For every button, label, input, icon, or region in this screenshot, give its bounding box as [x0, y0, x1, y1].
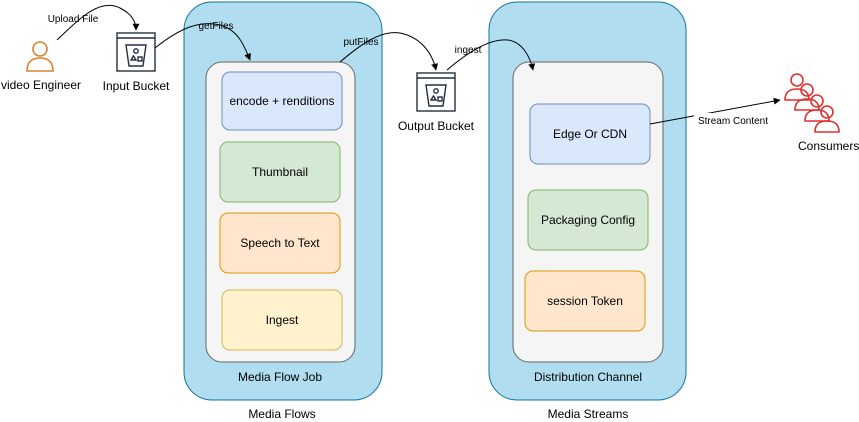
edge-upload-file-label: Upload File — [48, 14, 99, 25]
step-ingest — [221, 289, 343, 351]
step-speech-label: Speech to Text — [240, 236, 320, 250]
edge-ingest — [446, 39, 536, 71]
step-packaging — [527, 189, 649, 251]
media-streams-label: Media Streams — [548, 407, 629, 421]
step-encode-label: encode + renditions — [229, 94, 334, 108]
edge-get-files-label: getFiles — [198, 21, 233, 32]
edge-stream-content-label: Stream Content — [698, 116, 768, 127]
engineer-label: video Engineer — [1, 78, 81, 92]
step-thumbnail-label: Thumbnail — [252, 165, 308, 179]
output-bucket-label: Output Bucket — [398, 119, 475, 133]
edge-upload-file — [56, 4, 140, 41]
output-bucket-icon — [416, 72, 456, 112]
edge-stream-content — [649, 97, 781, 125]
step-session-token-label: session Token — [547, 294, 623, 308]
media-flows-label: Media Flows — [248, 407, 315, 421]
distribution-channel-label: Distribution Channel — [534, 370, 642, 384]
step-edge-cdn-label: Edge Or CDN — [553, 127, 627, 141]
input-bucket-icon — [116, 32, 156, 72]
consumers-label: Consumers — [798, 139, 859, 153]
edge-put-files-label: putFiles — [343, 37, 378, 48]
step-encode — [221, 71, 343, 131]
media-flow-job-label: Media Flow Job — [238, 370, 322, 384]
consumers-icon — [784, 73, 840, 133]
step-thumbnail — [219, 141, 341, 203]
step-speech — [219, 212, 341, 274]
step-ingest-label: Ingest — [266, 313, 299, 327]
step-session-token — [524, 270, 646, 332]
input-bucket-label: Input Bucket — [103, 79, 170, 93]
step-edge-cdn — [529, 103, 651, 165]
edge-get-files — [154, 23, 251, 61]
media-flow-job-box — [205, 61, 356, 363]
step-packaging-label: Packaging Config — [541, 213, 635, 227]
edge-ingest-label: ingest — [455, 45, 482, 56]
engineer-icon — [26, 41, 54, 72]
edge-put-files — [339, 32, 439, 71]
edge-stream-content-label-bg — [694, 113, 772, 127]
